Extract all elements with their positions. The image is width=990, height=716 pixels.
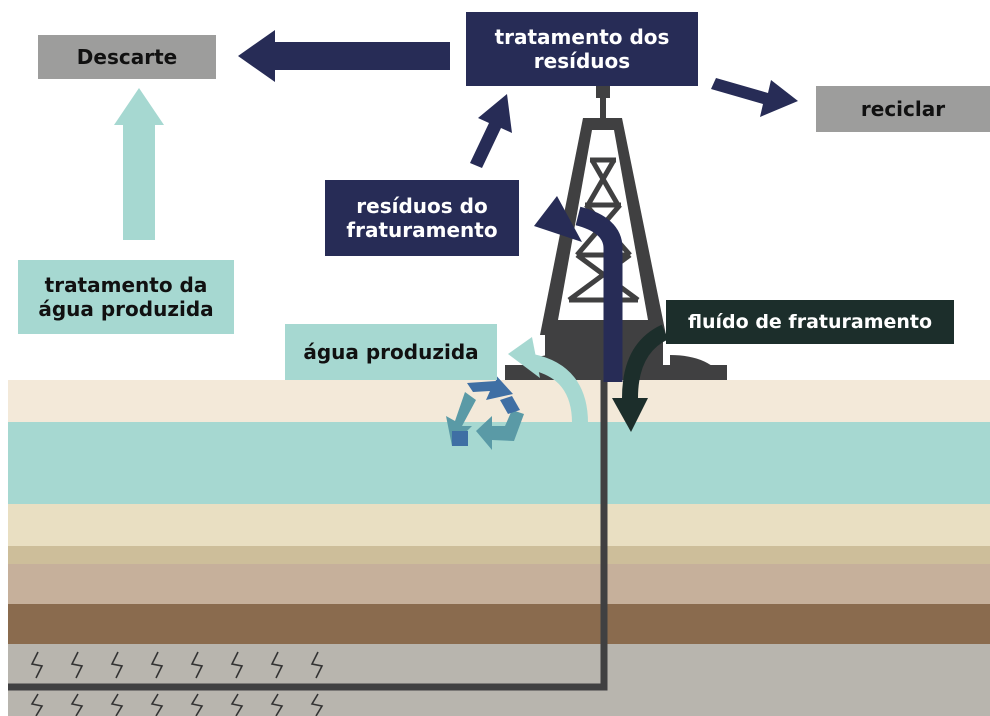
waste-treatment-label: tratamento dos resíduos	[466, 12, 698, 86]
stratum-clay	[8, 546, 990, 564]
produced-water-label: água produzida	[285, 324, 497, 380]
recycle-icon	[446, 372, 524, 450]
arrow-up-icon	[114, 88, 164, 240]
curved-arrow-icon	[622, 324, 669, 399]
stratum-rock	[8, 604, 990, 644]
ground-strata	[8, 380, 990, 716]
stratum-shale	[8, 644, 990, 716]
well-pipe	[8, 380, 608, 691]
produced-water-treatment-label: tratamento da água produzida	[18, 260, 234, 334]
curved-arrow-head	[508, 337, 540, 378]
stratum-silt	[8, 564, 990, 604]
curved-arrow-icon	[575, 206, 623, 382]
fracking-fluid-label: fluído de fraturamento	[666, 300, 954, 344]
curved-arrow-head	[612, 398, 648, 432]
recycle-label: reciclar	[816, 86, 990, 132]
curved-arrow-icon	[530, 354, 588, 424]
disposal-label: Descarte	[38, 35, 216, 79]
stratum-sand	[8, 504, 990, 546]
arrow-right-icon	[711, 78, 798, 117]
arrow-left-icon	[238, 30, 450, 82]
fracture-icon	[30, 651, 324, 716]
arrow-up-icon	[470, 94, 512, 168]
curved-arrow-head	[534, 196, 582, 242]
fracking-waste-label: resíduos do fraturamento	[325, 180, 519, 256]
